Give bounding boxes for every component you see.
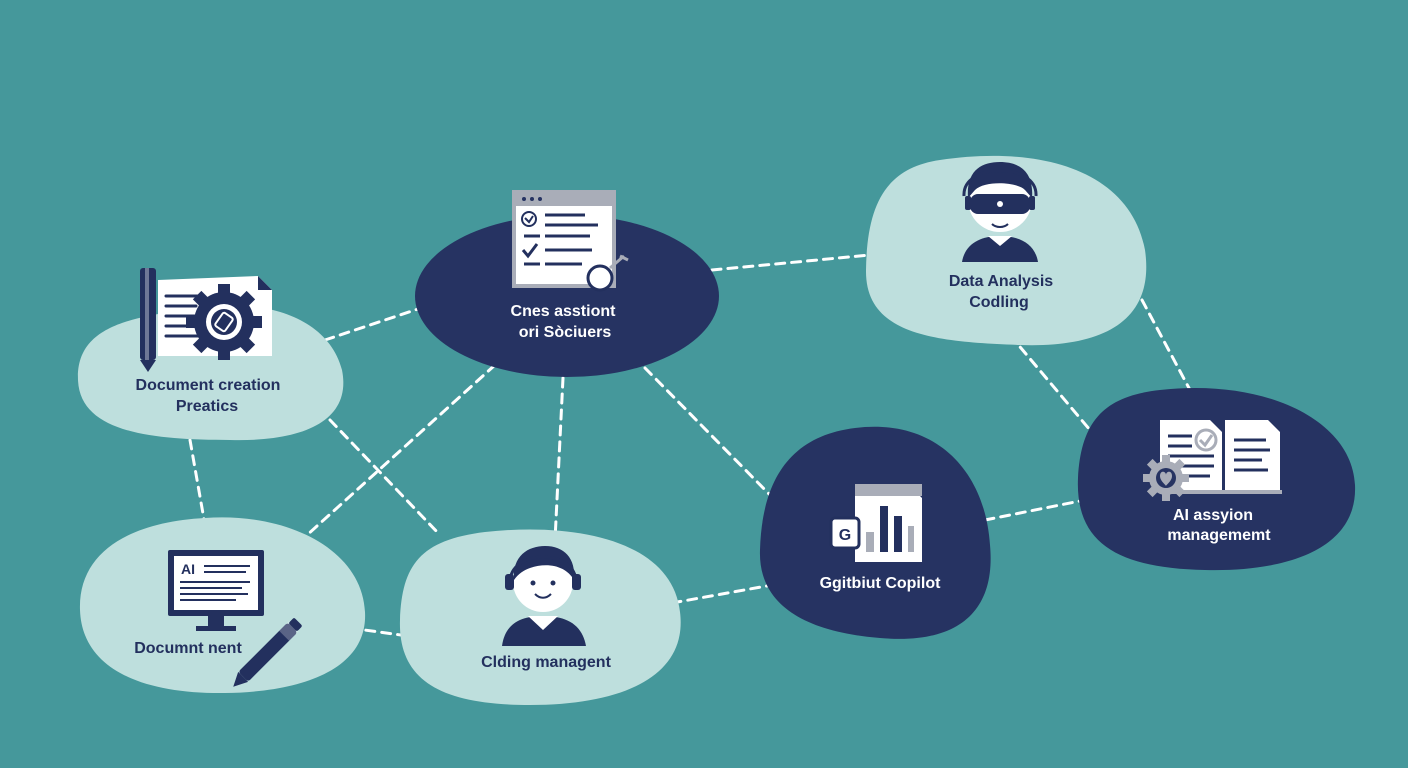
connector-hub-dataanalysis xyxy=(710,253,872,272)
connector-hub-cloding xyxy=(553,376,565,542)
connector-dataanalysis-aiassyion-b xyxy=(1140,298,1192,392)
connector-doccreation-cloding xyxy=(328,418,442,537)
label-github-copilot: Ggitbiut Copilot xyxy=(820,575,942,592)
ai-monitor-pen-icon: AI xyxy=(168,550,302,687)
connector-doccreation-hub xyxy=(323,303,432,342)
connector-doccreation-docnent xyxy=(188,438,207,527)
label-document-creation-line1: Document creation xyxy=(136,377,281,394)
checklist-window-icon xyxy=(512,190,629,292)
person-vr-headset-icon xyxy=(962,162,1038,262)
label-ai-assyion-line1: AI assyion xyxy=(1173,507,1253,524)
connector-hub-docnent xyxy=(283,363,497,557)
node-labels: Document creation Preatics Cnes asstiont… xyxy=(134,273,1271,671)
person-headset-icon xyxy=(502,546,586,646)
label-document-nent: Documnt nent xyxy=(134,640,242,657)
label-ai-assyion-line2: managememt xyxy=(1167,527,1271,544)
chart-badge-label: G xyxy=(839,527,851,544)
label-center-hub-line1: Cnes asstiont xyxy=(511,303,617,320)
node-blob xyxy=(415,215,719,377)
documents-gear-icon xyxy=(1143,420,1282,501)
label-document-creation-line2: Preatics xyxy=(176,398,238,415)
bar-chart-document-icon: G xyxy=(829,484,922,562)
connector-cloding-copilot xyxy=(670,583,774,605)
label-data-analysis-line2: Codling xyxy=(969,294,1029,311)
connector-hub-copilot xyxy=(643,366,777,502)
document-gear-icon xyxy=(140,268,272,372)
label-cloding-management: Clding managent xyxy=(481,654,611,671)
monitor-ai-label: AI xyxy=(181,561,195,577)
node-center-hub xyxy=(415,215,719,377)
label-data-analysis-line1: Data Analysis xyxy=(949,273,1053,290)
connector-dataanalysis-aiassyion-a xyxy=(1008,333,1092,432)
connector-copilot-aiassyion xyxy=(983,498,1087,522)
label-center-hub-line2: ori Sòciuers xyxy=(519,324,612,341)
